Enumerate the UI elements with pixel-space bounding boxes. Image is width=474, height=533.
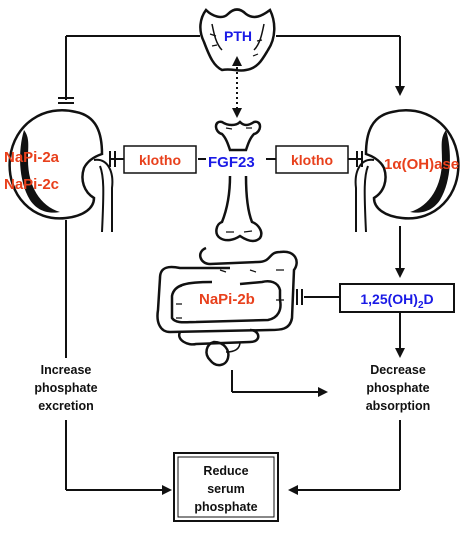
pth-fgf23-dotted-arrow: [232, 56, 242, 118]
intestine-to-absorption-arrow: [231, 370, 328, 397]
excretion-to-reduce-arrow: [65, 420, 172, 495]
decrease-absorption-text: Decrease phosphate absorption: [366, 363, 431, 413]
napi2b-label: NaPi-2b: [199, 291, 255, 308]
svg-text:Decrease: Decrease: [370, 363, 426, 377]
1-alpha-hydroxylase-label: 1α(OH)ase: [384, 156, 459, 173]
kidney-icon: [8, 109, 114, 233]
absorption-to-reduce-arrow: [288, 420, 401, 495]
klotho-inhibition-lines: [109, 151, 363, 167]
svg-text:serum: serum: [207, 482, 245, 496]
klotho-right-box: klotho: [275, 145, 349, 174]
vitamin-d-box: 1,25(OH)2D: [339, 283, 455, 313]
svg-text:phosphate: phosphate: [194, 500, 257, 514]
bone-icon: [214, 120, 263, 243]
kidney-icon: [354, 109, 460, 233]
klotho-left-label: klotho: [139, 152, 181, 168]
intestine-icon: [156, 246, 298, 367]
reduce-serum-phosphate-box: Reduce serum phosphate: [173, 452, 279, 522]
increase-excretion-text: Increase phosphate excretion: [34, 363, 97, 413]
pth-label: PTH: [224, 28, 252, 44]
svg-text:absorption: absorption: [366, 399, 431, 413]
svg-text:Reduce: Reduce: [203, 464, 248, 478]
klotho-left-box: klotho: [123, 145, 197, 174]
napi2c-label: NaPi-2c: [4, 176, 59, 193]
svg-text:excretion: excretion: [38, 399, 94, 413]
napi2a-label: NaPi-2a: [4, 149, 60, 166]
svg-text:phosphate: phosphate: [366, 381, 429, 395]
vitamin-d-label: 1,25(OH)2D: [360, 291, 433, 311]
svg-text:Increase: Increase: [41, 363, 92, 377]
pth-connector-lines: [58, 35, 405, 104]
svg-text:phosphate: phosphate: [34, 381, 97, 395]
vitd-napi2b-inhibition: [296, 289, 340, 305]
parathyroid-gland-icon: [199, 8, 276, 72]
klotho-right-label: klotho: [291, 152, 333, 168]
fgf23-label: FGF23: [208, 154, 255, 171]
